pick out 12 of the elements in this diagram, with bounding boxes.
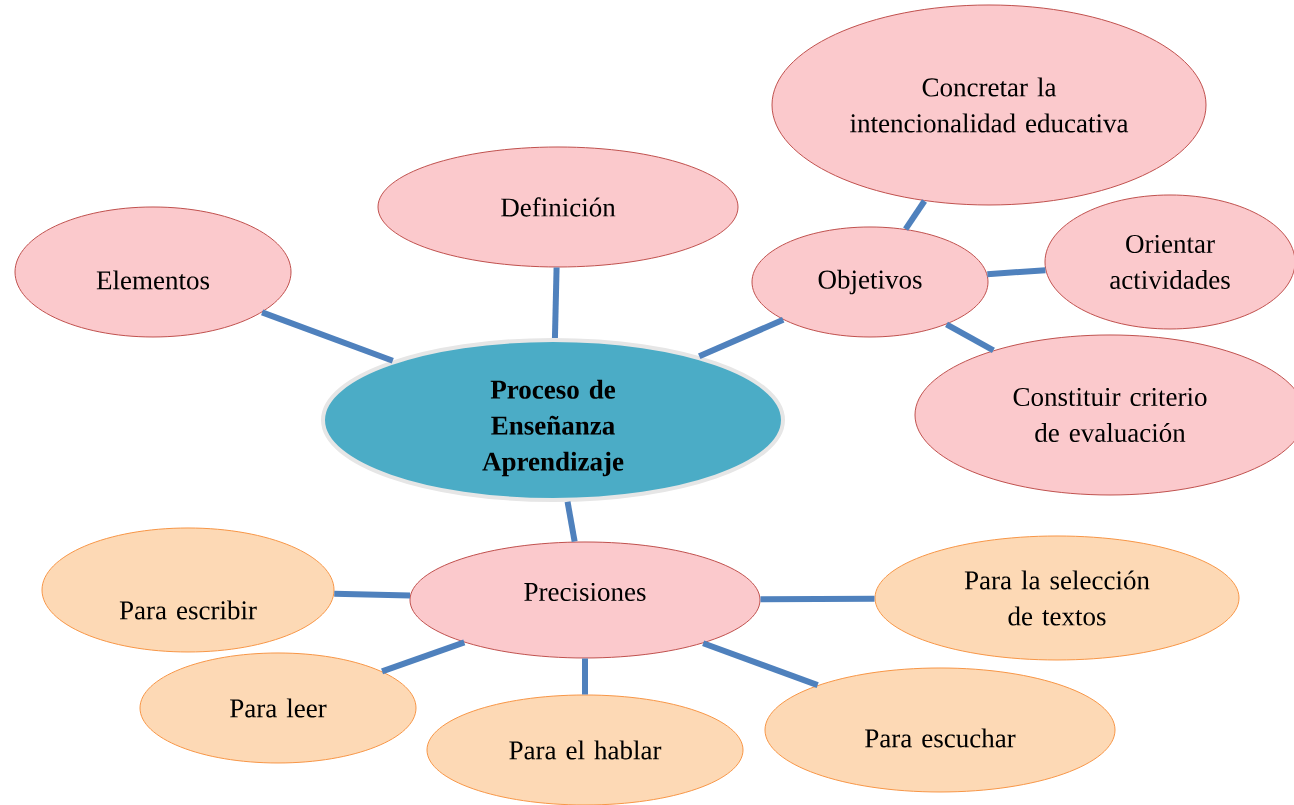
- connector-line: [334, 590, 411, 599]
- connector-line: [945, 321, 995, 353]
- connector-line: [582, 658, 588, 695]
- connector-line: [903, 199, 927, 231]
- connector-line: [381, 639, 466, 675]
- connector-line: [702, 640, 819, 688]
- connector-line: [987, 267, 1046, 278]
- connector-line: [261, 309, 394, 364]
- connector-line: [564, 501, 578, 543]
- connector-line: [760, 595, 875, 603]
- connector-line: [551, 267, 560, 339]
- connector-line: [698, 317, 785, 360]
